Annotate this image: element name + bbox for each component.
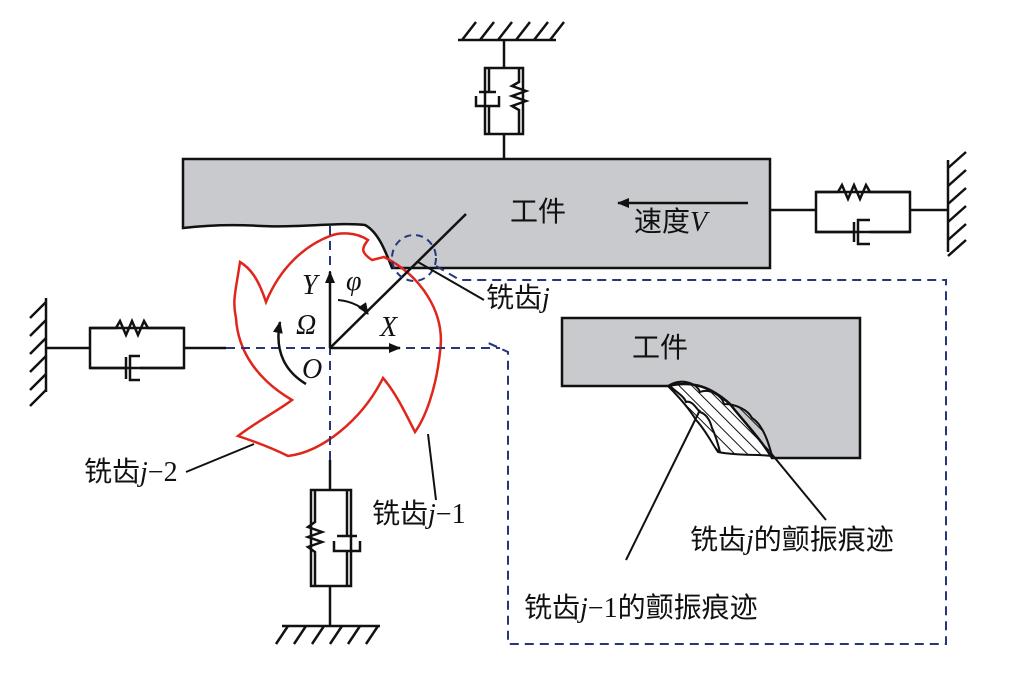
- top-support: [458, 21, 565, 159]
- bottom-spring: [304, 490, 326, 586]
- left-support: [29, 298, 226, 407]
- x-axis-label: X: [379, 312, 398, 343]
- top-damper: [474, 96, 501, 108]
- tooth-j-leader: [417, 261, 485, 301]
- milling-cutter: [233, 232, 443, 458]
- trace-j-label: 铣齿j的颤振痕迹: [690, 523, 894, 556]
- right-spring-damper-frame: [814, 190, 912, 234]
- workpiece: [181, 157, 772, 270]
- left-ground-hatch: [29, 301, 47, 407]
- omega-label: Ω: [296, 310, 316, 341]
- top-spring: [508, 68, 530, 134]
- tooth-j2-label: 铣齿j−2: [84, 455, 178, 488]
- tooth-j1-leader: [427, 433, 437, 501]
- angle-phi-arc: [337, 299, 369, 315]
- tooth-j-radial-line: [329, 213, 467, 349]
- top-spring-damper-frame: [483, 66, 525, 136]
- trace-j-leader: [769, 451, 827, 521]
- bottom-ground-hatch: [274, 625, 380, 645]
- chatter-trace-tooth-j: [666, 380, 774, 458]
- tooth-j2-leader: [185, 443, 255, 473]
- right-ground-hatch: [947, 151, 967, 257]
- right-spring: [816, 181, 910, 203]
- trace-j1-leader: [625, 409, 701, 561]
- contact-zone-circle: [391, 234, 437, 282]
- zoom-workpiece-label: 工件: [632, 331, 688, 364]
- left-damper: [128, 354, 140, 382]
- right-damper: [856, 218, 870, 246]
- zoom-callout-frame: [435, 265, 947, 645]
- speed-label: 速度V: [634, 205, 708, 238]
- workpiece-label: 工件: [510, 195, 566, 228]
- left-spring: [90, 317, 184, 339]
- y-axis-label: Y: [302, 270, 321, 301]
- trace-j1-label: 铣齿j−1的颤振痕迹: [524, 591, 758, 624]
- phi-label: φ: [346, 266, 362, 297]
- bottom-spring-damper-frame: [309, 488, 353, 588]
- bottom-support: [274, 460, 380, 645]
- rotation-omega-arrow: [272, 321, 307, 386]
- top-ground-hatch: [461, 21, 565, 41]
- tooth-j-label: 铣齿j: [486, 281, 550, 314]
- right-support: [770, 151, 967, 257]
- tooth-j1-label: 铣齿j−1: [372, 497, 466, 530]
- origin-label: O: [302, 354, 322, 385]
- bottom-damper: [332, 541, 362, 553]
